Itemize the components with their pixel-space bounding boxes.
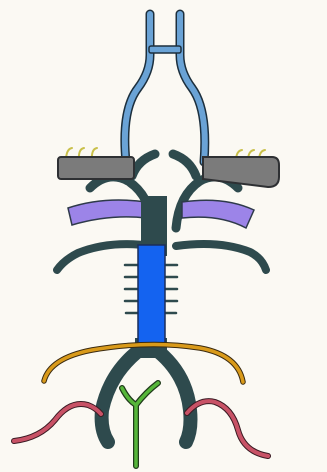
- left-gray-block: [58, 157, 134, 179]
- top-connector: [149, 46, 181, 53]
- blue-trunk: [138, 245, 165, 344]
